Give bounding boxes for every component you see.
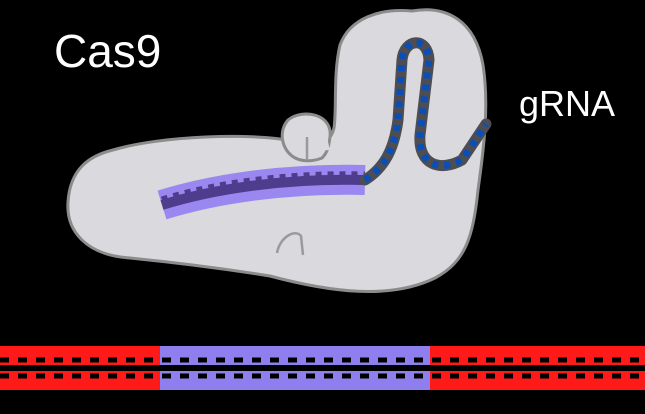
dna-strand-gap	[0, 365, 645, 371]
grna-spacer-core	[160, 174, 366, 210]
cas9-protein-body	[66, 8, 488, 293]
grna-label: gRNA	[519, 83, 616, 124]
grna-scaffold-bases	[363, 39, 489, 183]
grna-spacer-bases	[160, 171, 366, 204]
cas9-label: Cas9	[54, 25, 162, 77]
cas9-lobe-fill	[296, 129, 330, 152]
cas9-fold-mark	[275, 232, 305, 256]
dna-double-strand	[0, 346, 645, 390]
